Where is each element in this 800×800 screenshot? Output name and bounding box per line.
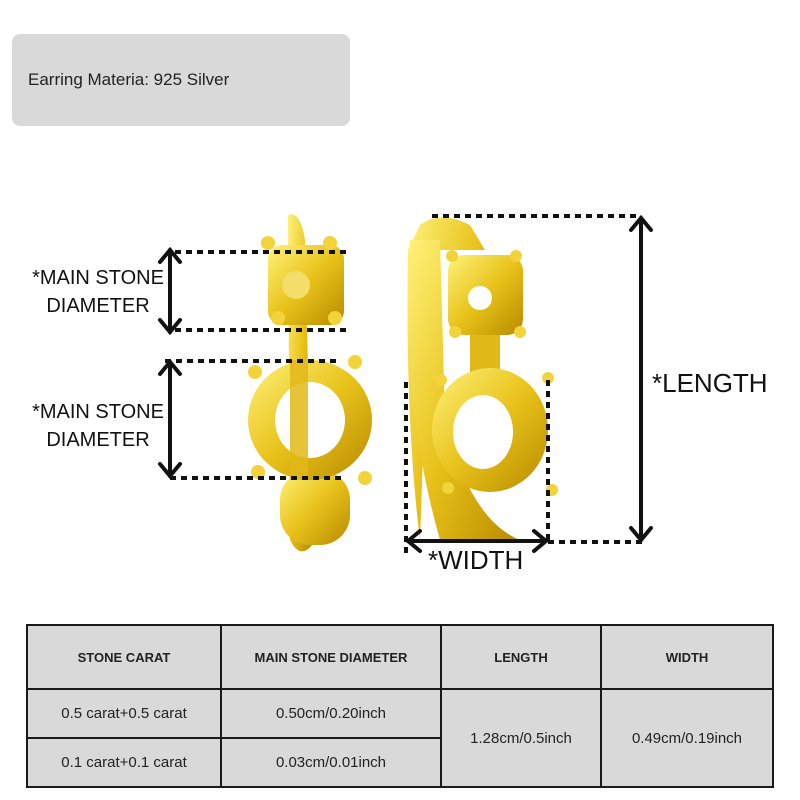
cell-width: 0.49cm/0.19inch xyxy=(600,688,774,788)
earring-diagram xyxy=(158,214,653,556)
earring-side-image xyxy=(407,217,558,540)
cell-carat: 0.1 carat+0.1 carat xyxy=(26,737,222,788)
label-line: DIAMETER xyxy=(46,429,150,451)
header-main-stone-diameter: MAIN STONE DIAMETER xyxy=(220,624,442,690)
label-line: *MAIN STONE xyxy=(32,401,164,423)
table-row: 0.1 carat+0.1 carat 0.03cm/0.01inch xyxy=(26,737,773,788)
header-width: WIDTH xyxy=(600,624,774,690)
cell-carat: 0.5 carat+0.5 carat xyxy=(26,688,222,739)
label-line: DIAMETER xyxy=(46,295,150,317)
table-row: 0.5 carat+0.5 carat 0.50cm/0.20inch 1.28… xyxy=(26,688,774,788)
label-line: *MAIN STONE xyxy=(32,267,164,289)
header-length: LENGTH xyxy=(440,624,602,690)
earring-front-image xyxy=(248,214,372,552)
header-stone-carat: STONE CARAT xyxy=(26,624,222,690)
spec-table: STONE CARAT MAIN STONE DIAMETER LENGTH W… xyxy=(26,624,774,788)
cell-length: 1.28cm/0.5inch xyxy=(440,688,602,788)
top-diameter-label: *MAIN STONE DIAMETER xyxy=(18,264,178,320)
bottom-diameter-label: *MAIN STONE DIAMETER xyxy=(18,398,178,454)
material-info-box: Earring Materia: 925 Silver xyxy=(12,34,350,126)
material-text: Earring Materia: 925 Silver xyxy=(28,70,230,89)
cell-diameter: 0.50cm/0.20inch xyxy=(220,688,442,739)
length-label: *LENGTH xyxy=(652,368,768,398)
cell-diameter: 0.03cm/0.01inch xyxy=(220,737,442,788)
table-header-row: STONE CARAT MAIN STONE DIAMETER LENGTH W… xyxy=(26,624,774,690)
width-label: *WIDTH xyxy=(428,545,524,575)
